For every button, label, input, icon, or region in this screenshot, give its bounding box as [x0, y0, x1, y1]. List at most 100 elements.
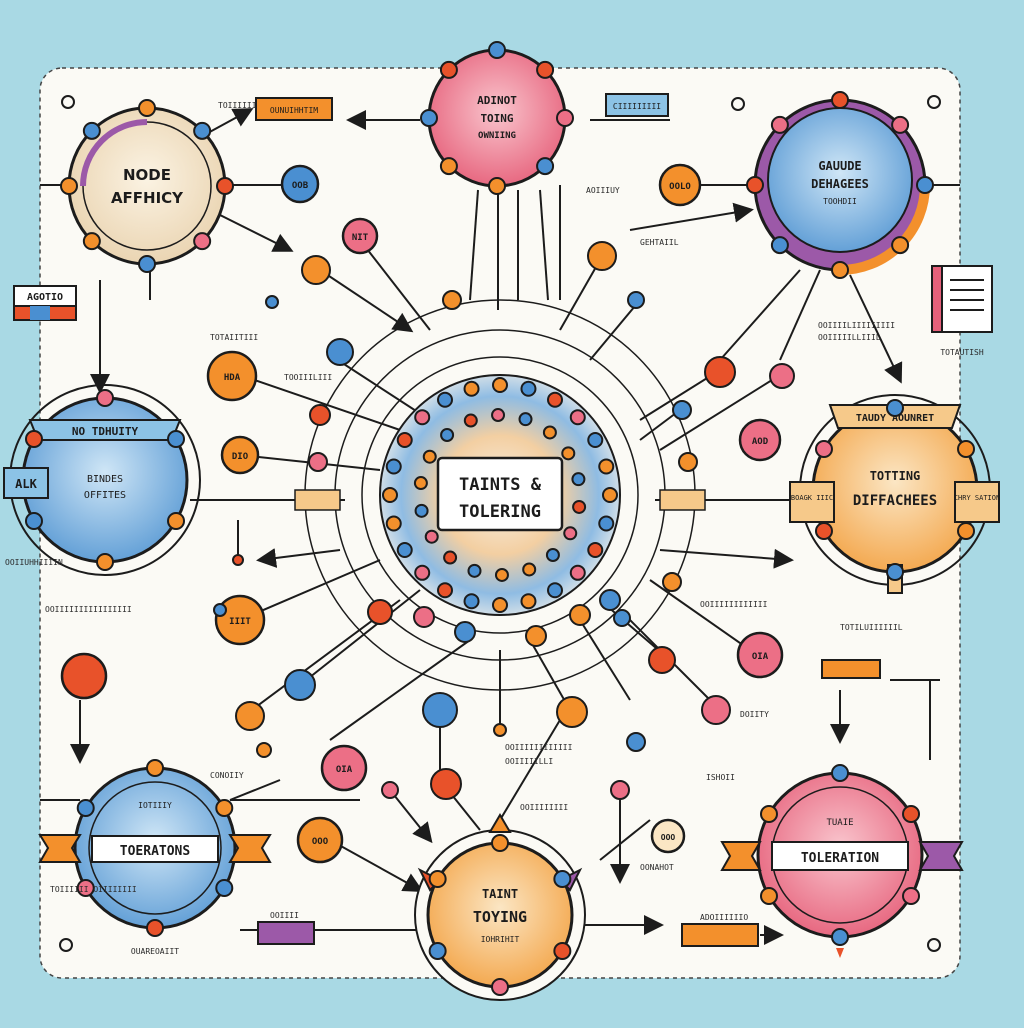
network-node	[569, 604, 591, 626]
hub-port-node	[96, 389, 114, 407]
hub-tolerations-left-under: OUAREOAIIT	[131, 947, 179, 956]
hub-port-node	[746, 176, 764, 194]
hub-port-node	[439, 157, 458, 176]
annotation: DOIITY	[740, 710, 769, 719]
network-node	[662, 572, 682, 592]
center-ring-node	[520, 380, 537, 397]
hub-port-node	[420, 109, 438, 127]
tag-left: AGOTIO	[27, 292, 63, 303]
hub-port-node	[831, 764, 849, 782]
hub-port-node	[957, 440, 976, 458]
center-ring-node	[382, 487, 398, 503]
node-bottom-right-small[interactable]: OOO	[650, 818, 686, 854]
hub-toleration-right[interactable]: TUAIE TOLERATION	[720, 771, 964, 958]
network-node	[454, 621, 476, 643]
center-inner-node	[424, 529, 439, 544]
hub-mid-right-right-tab: CHRY SATION	[954, 494, 1000, 502]
annotation: OOIIIIIIIIIIIIIIII	[45, 605, 132, 614]
annotation: TOTAIITIII	[210, 333, 258, 342]
network-node	[769, 363, 795, 389]
network-node	[422, 692, 458, 728]
hub-port-node	[146, 759, 164, 777]
hub-port-node	[831, 928, 849, 946]
node-left-lower-orange[interactable]: IIIT	[214, 594, 266, 646]
node-bottom-mid-orange[interactable]: OOO	[296, 816, 344, 864]
node-right-mid-pink[interactable]: AOD	[738, 418, 782, 462]
hub-port-node	[556, 109, 574, 127]
center-inner-node	[463, 413, 478, 428]
center-ring-node	[569, 564, 586, 581]
center-ring-node	[547, 391, 563, 408]
center-ring-node	[437, 391, 453, 408]
annotation: OOIIIIILLI	[505, 757, 553, 766]
center-title-line1: TAINTS &	[459, 475, 542, 495]
center-inner-node	[422, 449, 437, 464]
hub-tolerations-left[interactable]: IOTIIIY TOERATONS OUAREOAIIT	[38, 766, 272, 956]
node-left-orange-large[interactable]	[60, 652, 108, 700]
tag-top-center: CIIIIIIIII	[613, 102, 661, 111]
node-bottom-mid-pink[interactable]: OIA	[320, 744, 368, 792]
center-ring-node	[396, 432, 413, 448]
tag-right-mid: TOTAUTISH	[940, 348, 984, 357]
center-inner-node	[572, 499, 587, 514]
network-node	[648, 646, 676, 674]
center-ring-node	[414, 409, 431, 426]
hub-mid-right-left-tab: BOAGK IIIC	[791, 494, 833, 502]
center-inner-node	[518, 412, 533, 427]
center-ring-node	[598, 515, 615, 532]
node-right-lower-pink[interactable]: OIA	[736, 631, 784, 679]
node-top-mid-pink[interactable]: NIT	[341, 217, 379, 255]
network-node	[213, 603, 227, 617]
hub-node-affinity-line2: AFFHICY	[111, 189, 184, 207]
network-node	[672, 400, 692, 420]
hub-top-right-line1: GAUUDE	[818, 159, 861, 173]
hub-port-node	[96, 553, 114, 571]
hub-port-node	[536, 157, 555, 176]
hub-taint-toying-line1: TAINT	[482, 887, 518, 901]
center-ring-node	[463, 593, 480, 610]
tag-top-left: OUNUIHHTIM	[270, 106, 318, 115]
annotation: OOIIII	[270, 911, 299, 920]
network-node	[235, 701, 265, 731]
hub-node-affinity[interactable]: NODE AFFHICY	[67, 106, 227, 266]
hub-top-right-line3: TOOHDII	[823, 197, 857, 206]
node-top-center-orange[interactable]: OOLO	[658, 163, 702, 207]
hub-port-node	[193, 121, 212, 140]
hub-port-node	[488, 177, 506, 195]
annotation: OOIIIIILLIIIL	[818, 333, 881, 342]
hub-top-center-line3: OWNIING	[478, 131, 516, 141]
hub-port-node	[439, 60, 458, 79]
hub-port-node	[428, 870, 447, 888]
svg-text:HDA: HDA	[224, 373, 241, 383]
annotation: TOTILUIIIIIIL	[840, 623, 903, 632]
network-node	[367, 599, 393, 625]
hub-port-node	[831, 261, 849, 279]
hub-port-node	[82, 232, 101, 251]
svg-text:OOO: OOO	[312, 837, 329, 847]
node-left-mid-orange[interactable]: DIO	[220, 435, 260, 475]
node-left-upper-orange[interactable]: HDA	[206, 350, 258, 402]
center-ring-node	[569, 409, 586, 426]
svg-text:AOD: AOD	[752, 437, 769, 447]
center-ring-node	[385, 515, 402, 532]
hub-port-node	[957, 522, 976, 540]
hub-port-node	[216, 177, 234, 195]
hub-mid-right-line1: TOTTING	[870, 469, 921, 483]
center-inner-node	[522, 562, 537, 577]
hub-taint-toying[interactable]: TAINT TOYING IOHRIHIT	[414, 813, 586, 1001]
labeled-nodes: OOB OOLO NIT HDA DIO AOD IIIT OIA	[60, 163, 784, 864]
plain-nodes	[24, 41, 976, 996]
hub-port-node	[76, 799, 95, 817]
node-top-left-blue[interactable]: OOB	[280, 164, 320, 204]
hub-top-center-line2: TOING	[480, 112, 513, 125]
hub-taint-toying-line3: IOHRIHIT	[481, 935, 520, 944]
hub-toleration-right-label: TOLERATION	[801, 851, 879, 866]
center-inner-node	[563, 526, 578, 541]
network-node	[430, 768, 462, 800]
hub-port-node	[215, 799, 234, 817]
hub-top-right[interactable]: GAUUDE DEHAGEES TOOHDII	[753, 98, 930, 275]
hub-port-node	[215, 879, 234, 897]
annotation: GEHTAIIL	[640, 238, 679, 247]
hub-port-node	[902, 805, 921, 823]
